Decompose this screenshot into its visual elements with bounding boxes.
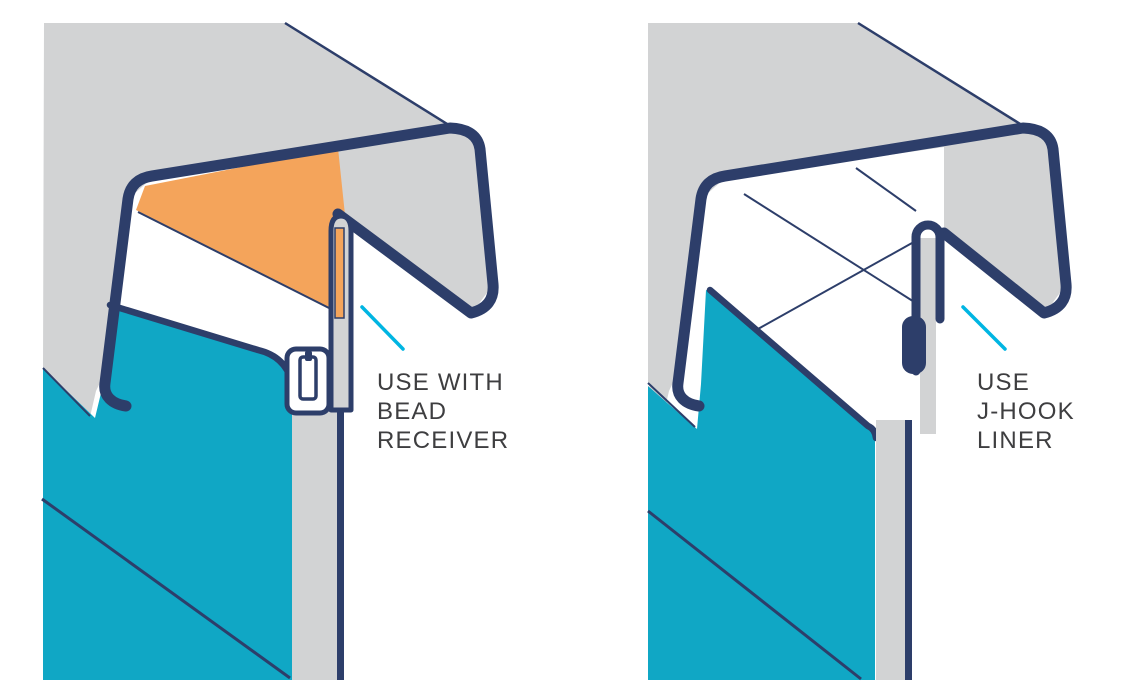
wall-top-back-edge xyxy=(743,193,931,313)
label-line: USE WITH xyxy=(377,369,504,396)
pool-liner xyxy=(648,290,875,680)
wall-strip xyxy=(292,404,337,680)
coping-outline xyxy=(99,122,499,412)
bead-receiver-extrusion xyxy=(136,148,345,332)
callout-line-bead xyxy=(360,305,405,351)
wall-strip-edge xyxy=(905,420,912,680)
label-line: BEAD xyxy=(377,398,448,425)
liner-seam-line xyxy=(647,509,862,681)
liner-fold-bead xyxy=(902,316,926,374)
callout-line-jhook xyxy=(961,305,1007,351)
label-bead-receiver: USE WITH BEAD RECEIVER xyxy=(377,368,509,455)
pool-wall-band xyxy=(703,198,944,431)
bead-channel-slot xyxy=(298,355,318,401)
coping-gray-surface xyxy=(648,23,1065,417)
label-line: J-HOOK xyxy=(977,398,1075,425)
pool-wall-band xyxy=(110,199,333,414)
panel-j-hook xyxy=(647,21,1072,681)
liner-seam-line xyxy=(41,497,291,680)
wall-strip-upper xyxy=(920,238,936,434)
bead-nub xyxy=(305,351,312,361)
wall-strip xyxy=(876,420,908,680)
coping-left-bottom-edge xyxy=(647,382,696,428)
label-line: USE xyxy=(977,369,1030,396)
coping-top-right-edge xyxy=(857,21,1026,129)
label-line: LINER xyxy=(977,427,1054,454)
coping-inner-lip-edge xyxy=(855,167,917,212)
wall-strip-edge xyxy=(337,404,344,680)
coping-outline xyxy=(672,122,1072,412)
panel-bead-receiver xyxy=(41,21,499,680)
label-j-hook: USE J-HOOK LINER xyxy=(977,368,1075,455)
coping-gray-surface xyxy=(43,23,492,417)
liner-top-edge xyxy=(706,286,880,442)
coping-left-bottom-edge xyxy=(42,367,91,417)
wall-top-front-edge xyxy=(757,242,913,330)
receiver-flange-slot xyxy=(334,227,345,319)
receiver-bottom-edge xyxy=(137,211,332,310)
coping-top-right-edge xyxy=(284,21,453,129)
label-line: RECEIVER xyxy=(377,427,510,454)
j-hook-profile xyxy=(911,220,945,376)
